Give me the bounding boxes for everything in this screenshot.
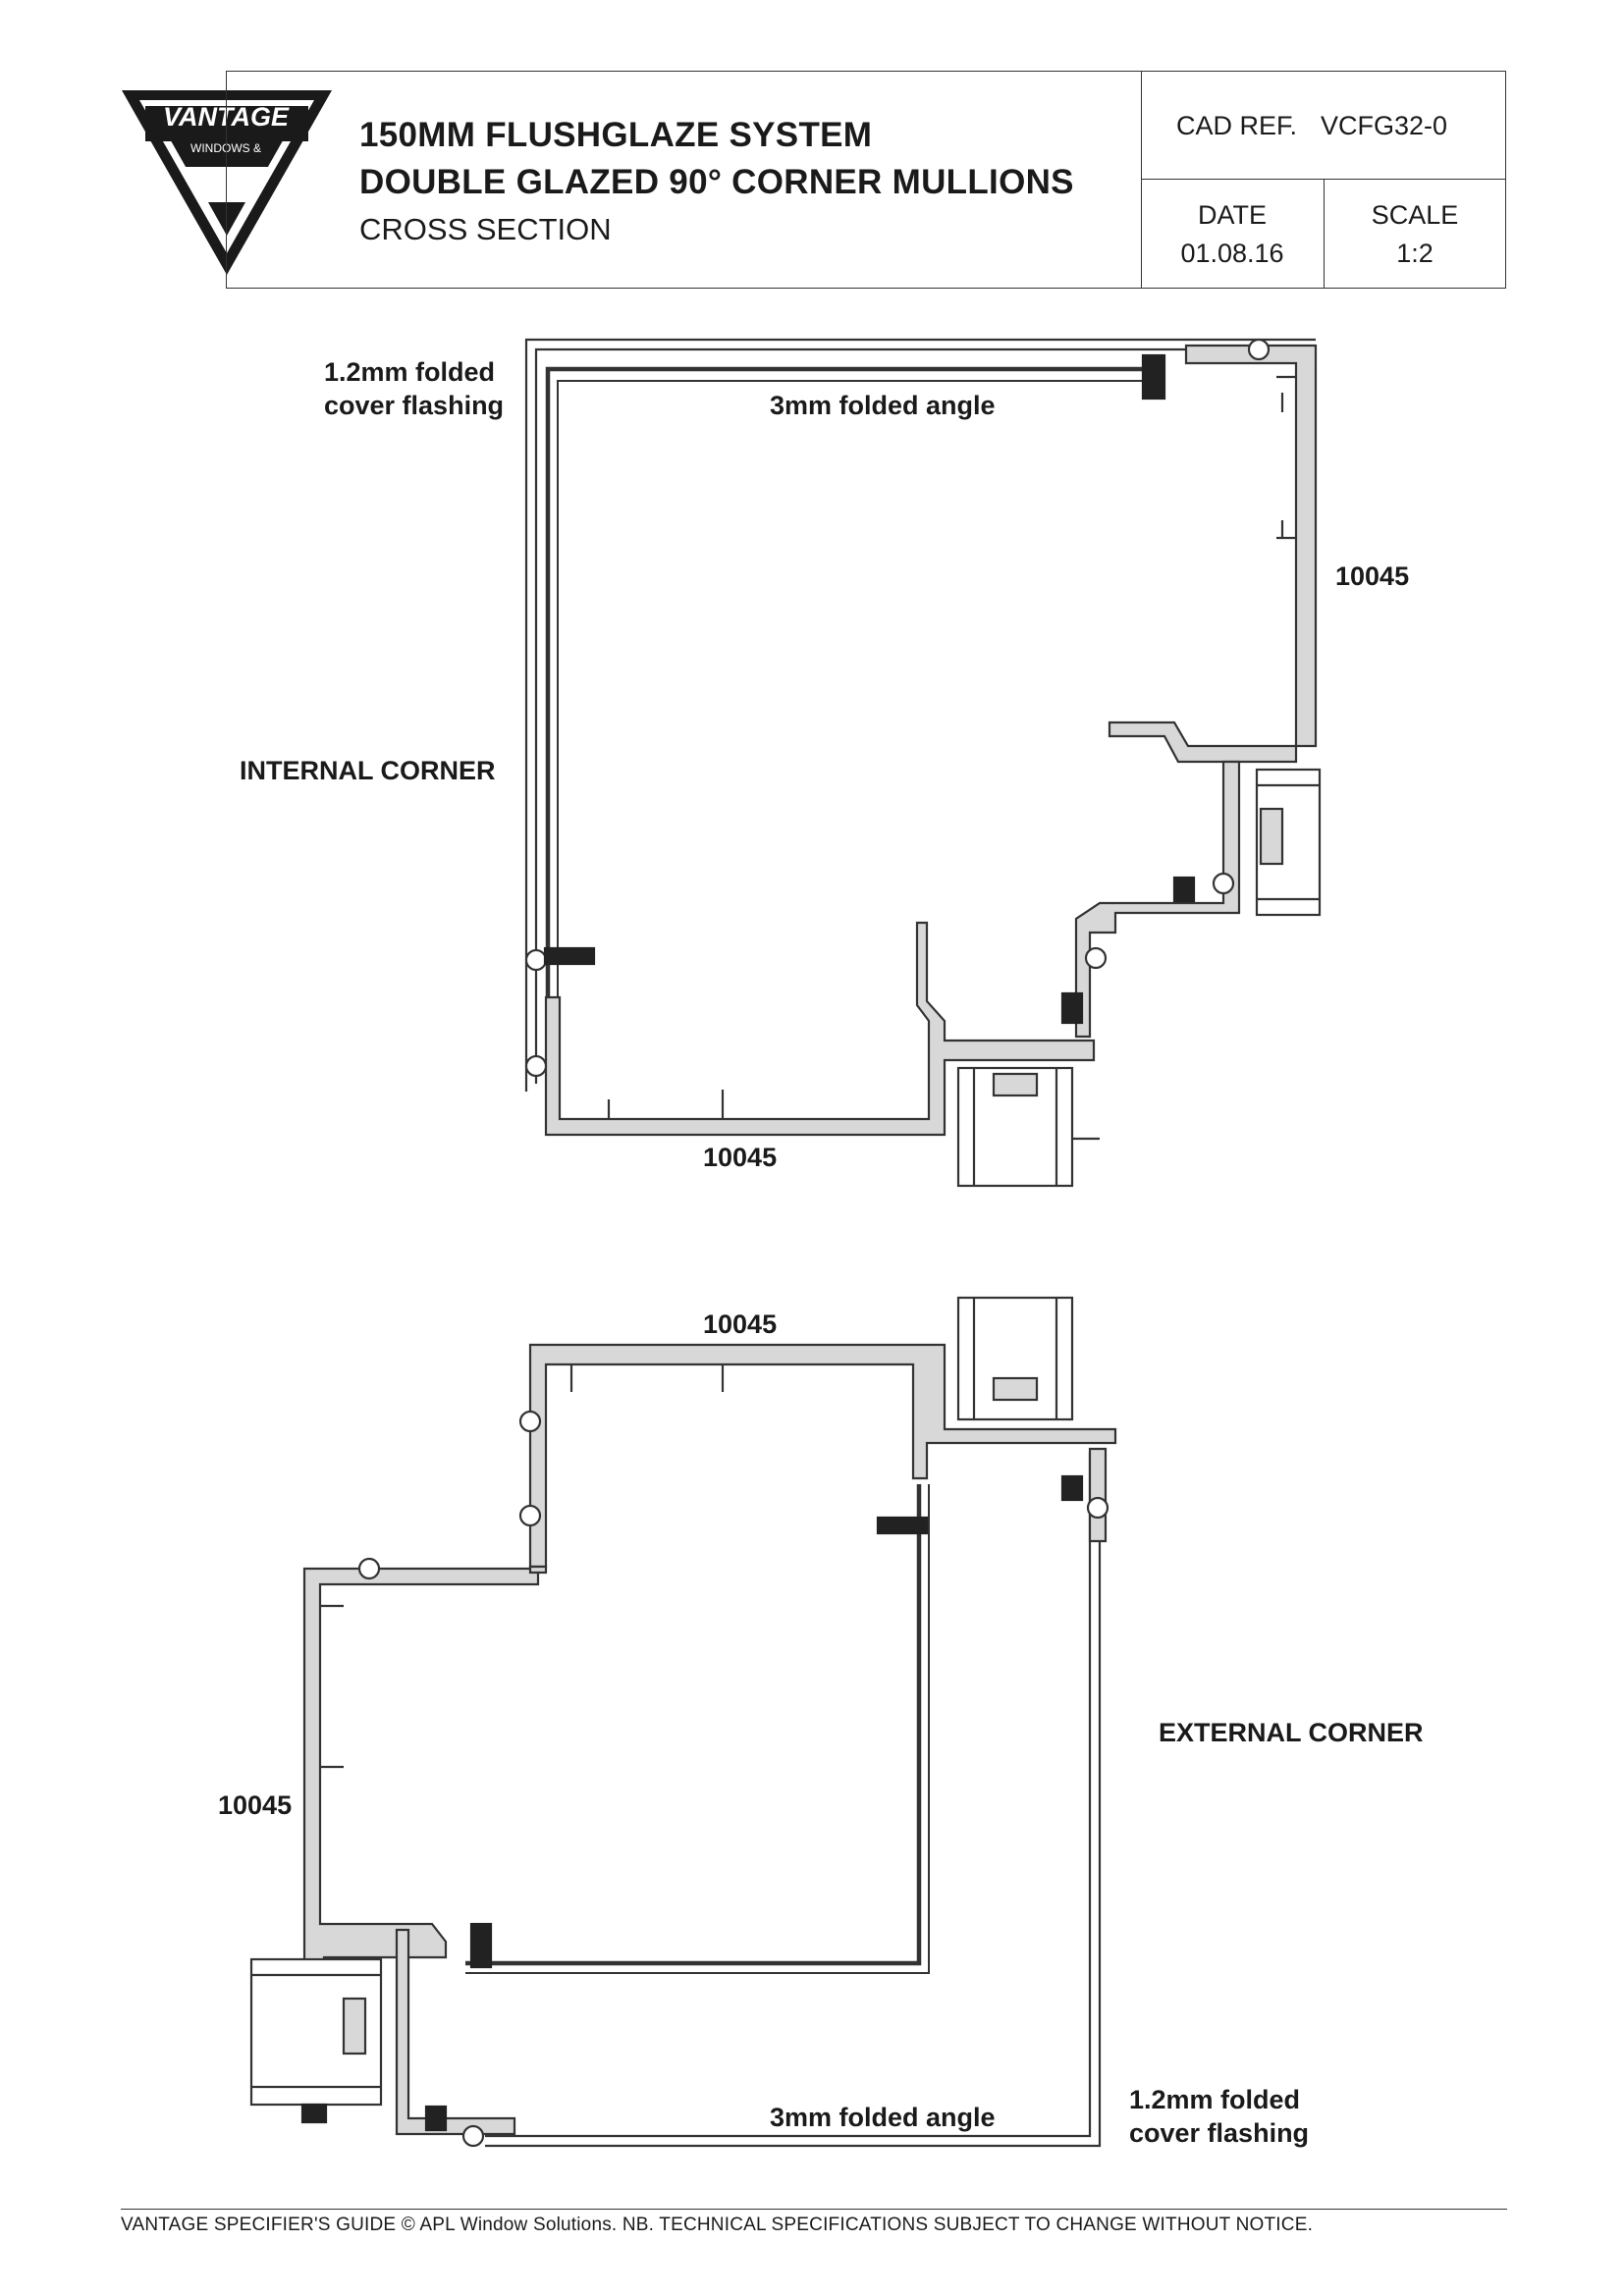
title-block-frame (226, 71, 1506, 289)
title-block-divider (1141, 71, 1142, 289)
internal-corner-heading: INTERNAL CORNER (240, 756, 496, 785)
date-value: 01.08.16 (1180, 239, 1284, 268)
footer-rule (121, 2209, 1507, 2210)
title-line-1: 150MM FLUSHGLAZE SYSTEM (359, 116, 873, 154)
external-flashing-label-2: cover flashing (1129, 2118, 1310, 2148)
internal-flashing-label-2: cover flashing (324, 391, 505, 420)
external-profile-left-label: 10045 (218, 1790, 293, 1820)
logo-sub2: DOORS (203, 166, 247, 180)
external-flashing-label-1: 1.2mm folded (1129, 2085, 1301, 2114)
external-profile-top-label: 10045 (703, 1309, 778, 1339)
cad-ref-label: CAD REF. (1176, 111, 1298, 140)
external-corner-heading: EXTERNAL CORNER (1159, 1718, 1424, 1747)
title-line-3: CROSS SECTION (359, 212, 612, 246)
title-line-2: DOUBLE GLAZED 90° CORNER MULLIONS (359, 163, 1074, 201)
cad-ref-value: VCFG32-0 (1321, 111, 1448, 140)
internal-profile-right-label: 10045 (1335, 561, 1410, 591)
vantage-logo (122, 90, 332, 275)
scale-value: 1:2 (1396, 239, 1434, 268)
internal-flashing-label-1: 1.2mm folded (324, 357, 496, 387)
title-block-divider (1324, 179, 1325, 289)
footer-text: VANTAGE SPECIFIER'S GUIDE © APL Window S… (121, 2215, 1314, 2235)
internal-angle-label: 3mm folded angle (770, 391, 996, 420)
scale-label: SCALE (1371, 200, 1459, 230)
date-label: DATE (1197, 200, 1267, 230)
external-angle-label: 3mm folded angle (770, 2103, 996, 2132)
internal-profile-bottom-label: 10045 (703, 1143, 778, 1172)
